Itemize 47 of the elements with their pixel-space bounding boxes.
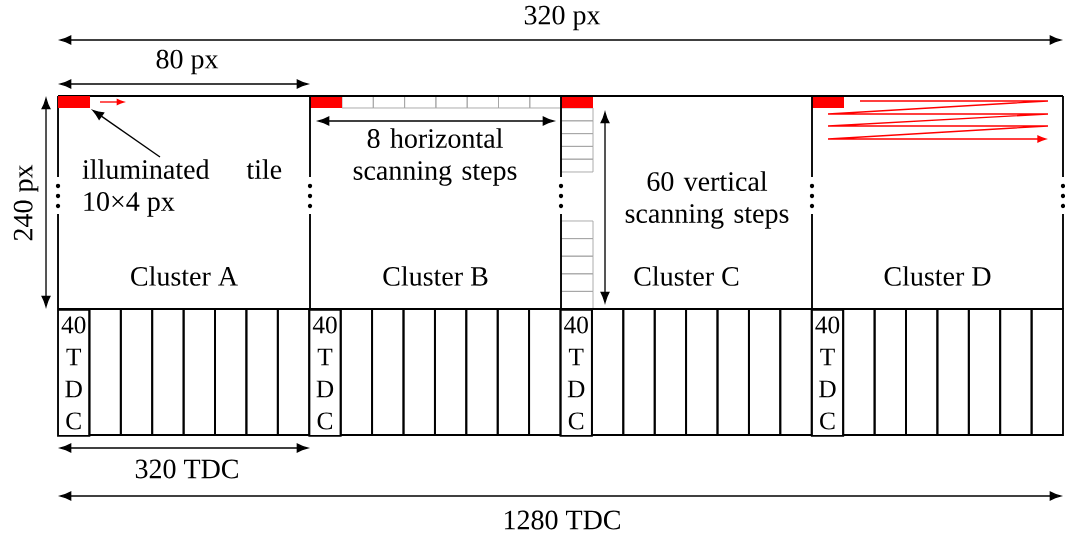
- tdc-cell: [999, 308, 1033, 436]
- tdc-cell: [936, 308, 970, 436]
- leader-line: [92, 109, 161, 158]
- dimension-label: 1280 TDC: [504, 510, 620, 530]
- tdc-cell: [528, 308, 562, 436]
- dimension-label: 80 px: [156, 49, 219, 75]
- dimension-label: 320 TDC: [135, 459, 238, 479]
- tdc-cell: [339, 308, 374, 436]
- illuminated-tile: [58, 96, 90, 108]
- tdc-cell: 40 T D C: [57, 309, 91, 437]
- dimension-label: 320 px: [524, 5, 601, 31]
- tdc-cell: [433, 308, 468, 436]
- tdc-cell: [1030, 308, 1064, 436]
- tdc-cell: [653, 308, 688, 436]
- tdc-cell: [465, 308, 499, 436]
- tdc-cell: 40 T D C: [559, 309, 593, 437]
- tdc-cell: [747, 308, 782, 436]
- node-label: Cluster A: [131, 266, 238, 286]
- tdc-cell: 40 T D C: [810, 309, 845, 437]
- tdc-cell: [151, 308, 185, 436]
- node-label: Cluster D: [884, 266, 991, 286]
- tdc-cell: [214, 308, 248, 436]
- dimension-label: 8 horizontal scanning steps: [353, 128, 517, 186]
- tdc-cell: [182, 308, 216, 436]
- tdc-cell: [685, 308, 719, 436]
- tdc-cell: [842, 308, 876, 436]
- node-label: Cluster B: [383, 266, 488, 286]
- tdc-cell: [967, 308, 1002, 436]
- tdc-cell: [905, 308, 939, 436]
- tdc-cell: 40 T D C: [308, 309, 342, 437]
- tdc-cell: [716, 308, 750, 436]
- tdc-cell: [496, 308, 531, 436]
- tdc-cell: [119, 308, 154, 436]
- tdc-cell: [622, 308, 656, 436]
- tdc-cell: [590, 308, 625, 436]
- tdc-cell: [245, 308, 279, 436]
- tdc-cell: [88, 308, 122, 436]
- tdc-cell: [873, 308, 907, 436]
- tdc-cell: [276, 308, 311, 436]
- dimension-label: 60 vertical scanning steps: [625, 171, 789, 229]
- tdc-cell: [402, 308, 436, 436]
- node-label: Cluster C: [634, 266, 739, 286]
- dimension-label: 240 px: [13, 164, 39, 241]
- annotation-text: illuminated tile 10×4 px: [82, 159, 282, 217]
- tdc-cell: [779, 308, 813, 436]
- tdc-cell: [371, 308, 405, 436]
- cluster-box: Cluster D: [809, 95, 1065, 310]
